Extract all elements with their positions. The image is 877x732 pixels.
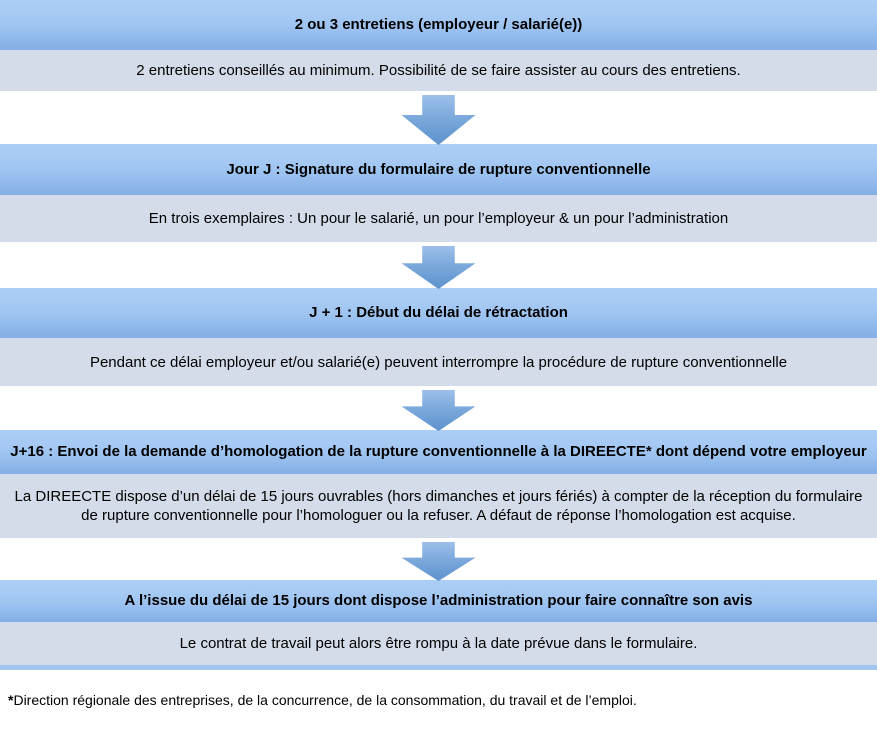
step-2: Jour J : Signature du formulaire de rupt… (0, 144, 877, 242)
footnote: *Direction régionale des entreprises, de… (0, 670, 877, 709)
down-arrow-icon (401, 542, 476, 581)
down-arrow-icon (401, 246, 476, 289)
connector-4 (0, 538, 877, 581)
footnote-text: Direction régionale des entreprises, de … (13, 692, 637, 708)
step-3-header: J + 1 : Début du délai de rétractation (0, 288, 877, 338)
bottom-divider (0, 665, 877, 670)
connector-2 (0, 242, 877, 289)
step-5-body: Le contrat de travail peut alors être ro… (0, 622, 877, 665)
step-2-header: Jour J : Signature du formulaire de rupt… (0, 144, 877, 195)
connector-1 (0, 91, 877, 145)
step-5: A l’issue du délai de 15 jours dont disp… (0, 580, 877, 665)
step-1-body: 2 entretiens conseillés au minimum. Poss… (0, 50, 877, 91)
step-4-body: La DIREECTE dispose d’un délai de 15 jou… (0, 474, 877, 538)
step-5-header: A l’issue du délai de 15 jours dont disp… (0, 580, 877, 622)
step-1: 2 ou 3 entretiens (employeur / salarié(e… (0, 0, 877, 91)
connector-3 (0, 386, 877, 431)
step-2-body: En trois exemplaires : Un pour le salari… (0, 195, 877, 242)
step-4: J+16 : Envoi de la demande d’homologatio… (0, 430, 877, 538)
step-4-header: J+16 : Envoi de la demande d’homologatio… (0, 430, 877, 474)
step-3-body: Pendant ce délai employeur et/ou salarié… (0, 338, 877, 386)
footnote-asterisk: * (8, 692, 14, 708)
down-arrow-icon (401, 390, 476, 431)
step-1-header: 2 ou 3 entretiens (employeur / salarié(e… (0, 0, 877, 50)
step-3: J + 1 : Début du délai de rétractation P… (0, 288, 877, 386)
down-arrow-icon (401, 95, 476, 145)
